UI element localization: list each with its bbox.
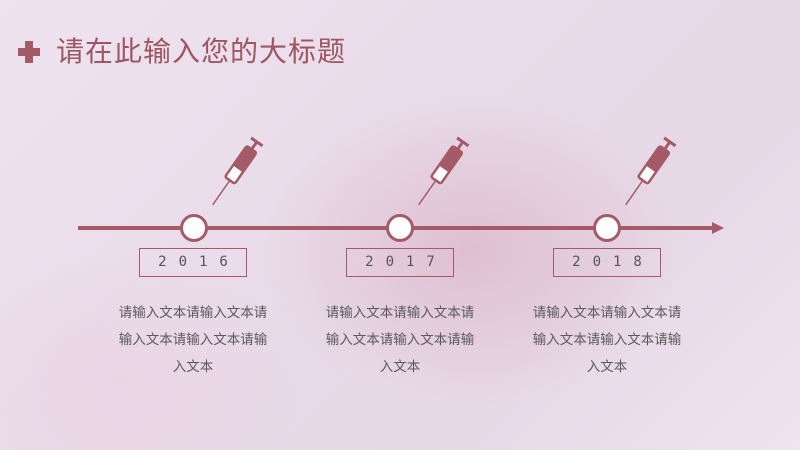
syringe-icon[interactable] xyxy=(409,134,473,212)
timeline-node[interactable] xyxy=(386,214,414,242)
syringe-icon[interactable] xyxy=(616,134,680,212)
milestone-text[interactable]: 请输入文本请输入文本请输入文本请输入文本请输入文本 xyxy=(325,305,475,375)
milestone-text[interactable]: 请输入文本请输入文本请输入文本请输入文本请输入文本 xyxy=(532,305,682,375)
syringe-icon[interactable] xyxy=(203,134,267,212)
timeline-node[interactable] xyxy=(180,214,208,242)
plus-icon xyxy=(18,41,40,63)
timeline-node[interactable] xyxy=(593,214,621,242)
milestone-text[interactable]: 请输入文本请输入文本请输入文本请输入文本请输入文本 xyxy=(118,305,268,375)
year-label[interactable]: 2018 xyxy=(553,248,661,277)
arrow-head-icon xyxy=(712,222,724,234)
year-label[interactable]: 2017 xyxy=(346,248,454,277)
page-title[interactable]: 请在此输入您的大标题 xyxy=(56,35,347,68)
year-label[interactable]: 2016 xyxy=(139,248,247,277)
